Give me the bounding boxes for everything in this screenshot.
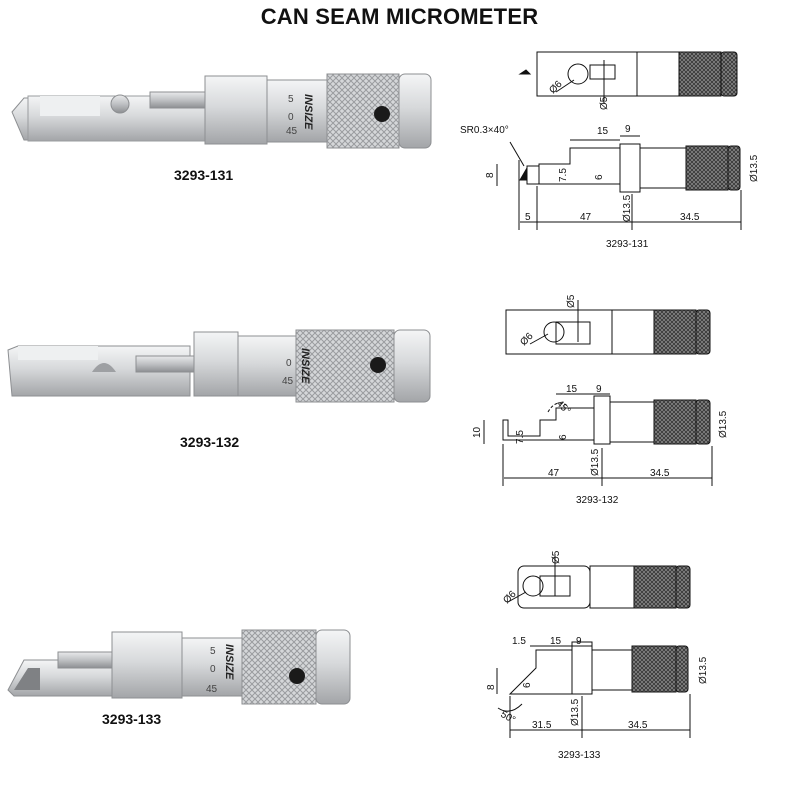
dim-dia-13-5-thimble: Ø13.5 xyxy=(749,154,760,182)
dim-9: 9 xyxy=(625,124,631,135)
dim-6: 6 xyxy=(594,174,605,180)
dim-5: 5 xyxy=(525,212,531,223)
dim-9: 9 xyxy=(596,384,602,395)
dim-dia-6: Ø6 xyxy=(501,589,519,607)
dim-6: 6 xyxy=(522,682,533,688)
top-view-3293-131 xyxy=(518,51,738,104)
dim-angle-50: 50° xyxy=(499,709,518,726)
dim-dia-6: Ø6 xyxy=(547,79,565,97)
dim-34-5: 34.5 xyxy=(680,212,700,223)
dim-10: 10 xyxy=(472,426,483,438)
dim-dia-13-5-spindle: Ø13.5 xyxy=(590,448,601,476)
dim-dia-13-5-thimble: Ø13.5 xyxy=(698,656,709,684)
dim-34-5: 34.5 xyxy=(628,720,648,731)
dim-15: 15 xyxy=(597,126,609,137)
side-view-3293-131 xyxy=(496,135,742,230)
dim-dia-5: Ø5 xyxy=(566,294,577,308)
page-title: CAN SEAM MICROMETER xyxy=(260,4,539,29)
thimble-scale-0: 0 xyxy=(288,112,294,123)
drawing-dims-3293-131: Ø6 Ø5 SR0.3×40° 15 9 8 7.5 6 Ø13.5 Ø13.5… xyxy=(460,79,760,223)
drawing-label-3293-131: 3293-131 xyxy=(606,239,649,250)
dim-31-5: 31.5 xyxy=(532,720,552,731)
technical-drawing-3293-133 xyxy=(496,556,691,738)
dim-8: 8 xyxy=(485,172,496,178)
technical-drawing-3293-131 xyxy=(496,51,742,230)
thimble-scale-45: 45 xyxy=(286,126,298,137)
brand-logo: INSIZE xyxy=(223,644,235,680)
dim-6: 6 xyxy=(558,434,569,440)
dim-9: 9 xyxy=(576,636,582,647)
micrometer-photo-3293-132: 0 45 INSIZE xyxy=(7,329,431,403)
dim-dia-6: Ø6 xyxy=(518,331,536,349)
technical-drawing-3293-132 xyxy=(483,300,713,486)
dim-7-5: 7.5 xyxy=(558,168,569,182)
micrometer-photo-3293-131: 5 0 45 INSIZE xyxy=(11,73,432,149)
micrometer-photo-3293-133: 5 0 45 INSIZE xyxy=(7,629,351,705)
dim-7-5: 7.5 xyxy=(515,430,526,444)
model-label-3293-133: 3293-133 xyxy=(102,711,162,727)
dim-47: 47 xyxy=(580,212,592,223)
side-view-3293-132 xyxy=(483,393,713,486)
dim-dia-13-5-spindle: Ø13.5 xyxy=(570,698,581,726)
thimble-scale-45: 45 xyxy=(282,376,294,387)
dim-angle-45: 45° xyxy=(554,398,572,416)
dim-1-5: 1.5 xyxy=(512,636,526,647)
top-view-3293-133 xyxy=(507,556,691,609)
dim-dia-13-5-thimble: Ø13.5 xyxy=(718,410,729,438)
thimble-scale-5: 5 xyxy=(210,646,216,657)
brand-logo: INSIZE xyxy=(302,94,314,130)
dim-sr: SR0.3×40° xyxy=(460,125,509,136)
top-view-3293-132 xyxy=(505,300,711,355)
side-view-3293-133 xyxy=(496,641,691,738)
dim-15: 15 xyxy=(566,384,578,395)
model-label-3293-131: 3293-131 xyxy=(174,167,234,183)
dim-34-5: 34.5 xyxy=(650,468,670,479)
dim-dia-13-5-spindle: Ø13.5 xyxy=(622,194,633,222)
dim-15: 15 xyxy=(550,636,562,647)
dim-dia-5: Ø5 xyxy=(551,550,562,564)
thimble-scale-45: 45 xyxy=(206,684,218,695)
brand-logo: INSIZE xyxy=(299,348,311,384)
thimble-scale-0: 0 xyxy=(210,664,216,675)
model-label-3293-132: 3293-132 xyxy=(180,434,240,450)
thimble-scale-0: 0 xyxy=(286,358,292,369)
thimble-scale-5: 5 xyxy=(288,94,294,105)
dim-8: 8 xyxy=(486,684,497,690)
dim-dia-5: Ø5 xyxy=(599,96,610,110)
dim-47: 47 xyxy=(548,468,560,479)
drawing-label-3293-133: 3293-133 xyxy=(558,750,601,761)
drawing-label-3293-132: 3293-132 xyxy=(576,495,619,506)
